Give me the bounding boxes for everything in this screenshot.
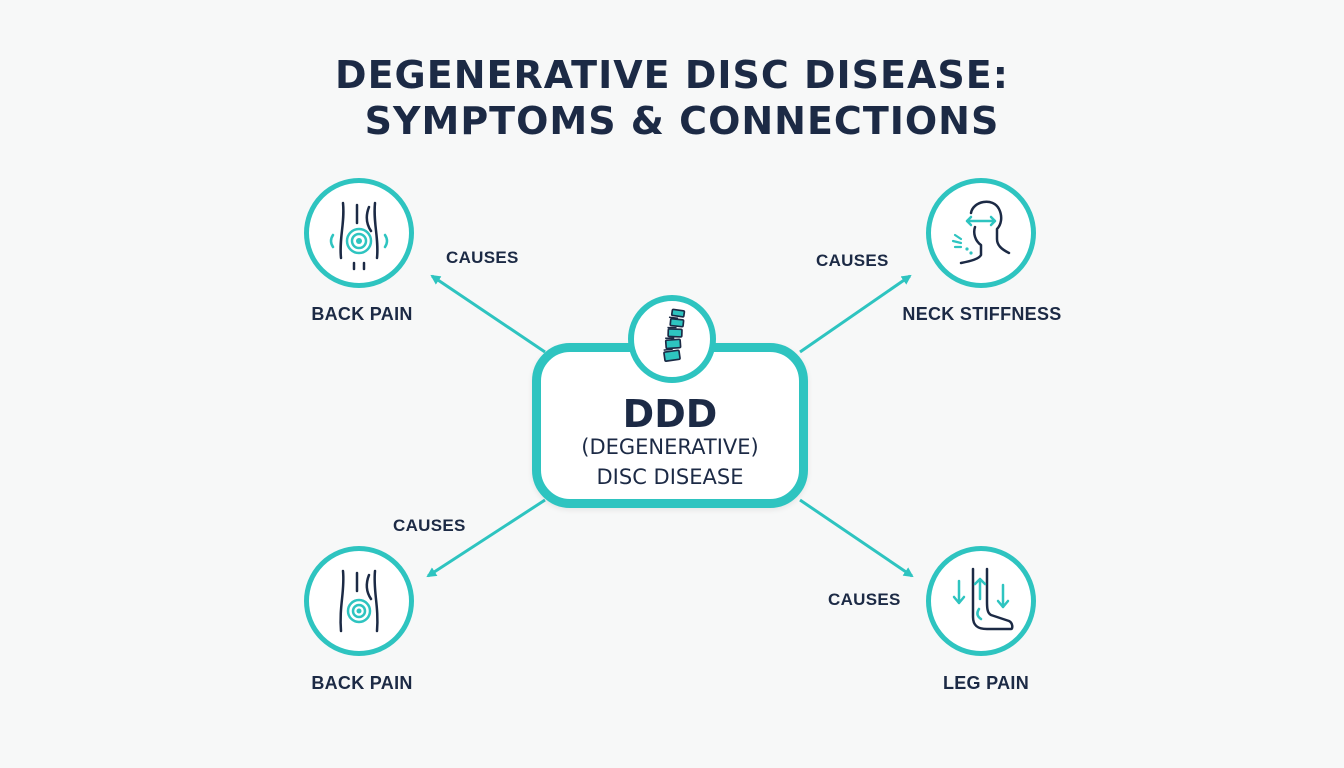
edge-label-back-pain-bottom: CAUSES xyxy=(393,516,466,535)
head-neck-icon xyxy=(926,178,1036,288)
diagram-title: DEGENERATIVE DISC DISEASE: SYMPTOMS & CO… xyxy=(0,52,1344,144)
node-label-neck-stiffness: NECK STIFFNESS xyxy=(902,304,1062,324)
edge-label-leg-pain: CAUSES xyxy=(828,590,901,609)
spine-icon xyxy=(628,295,716,383)
arrow-to-leg-pain xyxy=(799,498,914,578)
center-abbreviation: DDD xyxy=(622,392,718,436)
center-line-2: DISC DISEASE xyxy=(596,465,744,489)
center-full-name: (DEGENERATIVE) DISC DISEASE xyxy=(532,432,808,492)
edge-label-neck-stiffness: CAUSES xyxy=(816,251,889,270)
arrow-to-back-pain-top xyxy=(430,274,546,354)
title-line-1: DEGENERATIVE DISC DISEASE: xyxy=(335,53,1009,97)
lower-back-pain-icon xyxy=(304,546,414,656)
arrow-to-back-pain-bottom xyxy=(426,498,546,578)
arrow-to-neck-stiffness xyxy=(799,274,912,354)
node-label-back-pain-top: BACK PAIN xyxy=(311,304,413,324)
leg-foot-icon xyxy=(926,546,1036,656)
lower-back-pain-icon xyxy=(304,178,414,288)
node-label-back-pain-bottom: BACK PAIN xyxy=(311,673,413,693)
node-label-leg-pain: LEG PAIN xyxy=(942,673,1030,693)
center-line-1: (DEGENERATIVE) xyxy=(581,435,759,459)
title-line-2: SYMPTOMS & CONNECTIONS xyxy=(364,99,1000,143)
edge-label-back-pain-top: CAUSES xyxy=(446,248,519,267)
